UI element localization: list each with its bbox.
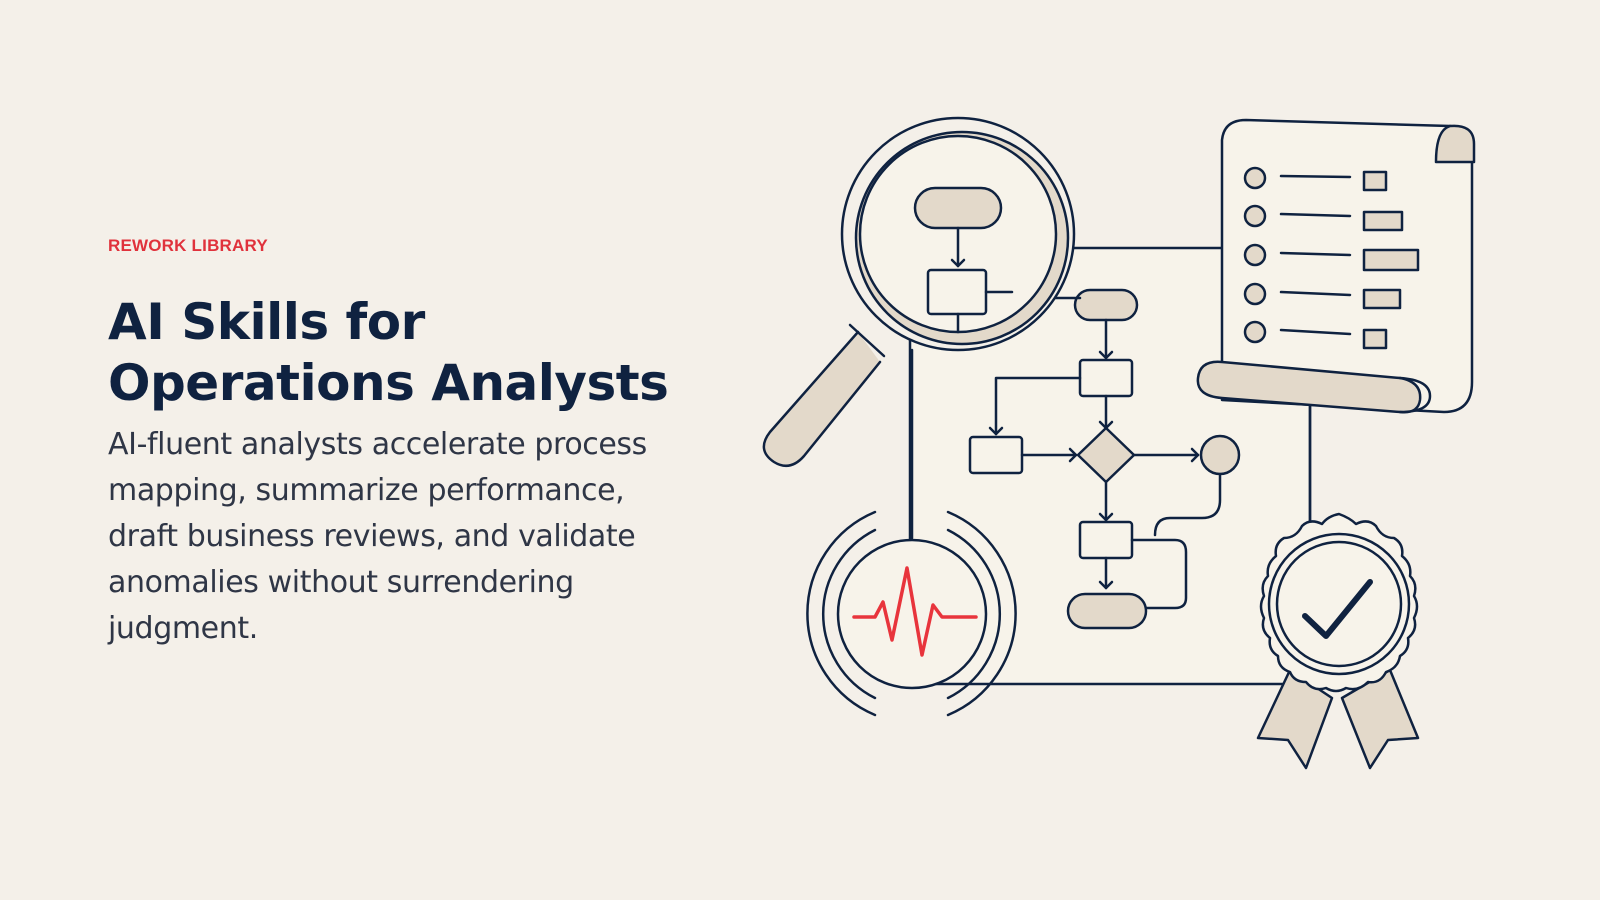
magnifier-icon <box>762 116 1076 468</box>
illustration <box>750 110 1550 790</box>
eyebrow-label: REWORK LIBRARY <box>108 236 268 255</box>
hero-text: REWORK LIBRARY AI Skills for Operations … <box>108 236 708 652</box>
checklist-scroll-icon <box>1196 118 1476 414</box>
flowchart-icon <box>968 248 1241 630</box>
title-line-1: AI Skills for <box>108 293 425 351</box>
page-title: AI Skills for Operations Analysts <box>108 292 708 414</box>
award-badge-icon <box>1256 512 1420 770</box>
title-line-2: Operations Analysts <box>108 354 669 412</box>
heartbeat-pulse-icon <box>806 510 1017 717</box>
hero-description: AI-fluent analysts accelerate process ma… <box>108 427 647 646</box>
checkmark-icon <box>1302 579 1373 639</box>
